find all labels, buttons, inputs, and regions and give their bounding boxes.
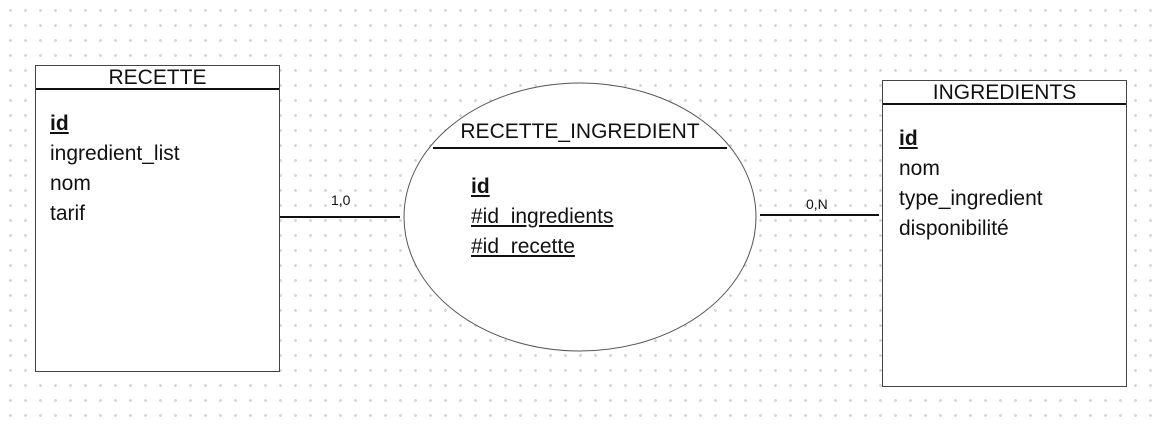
ingredients-field-id: id xyxy=(899,127,918,150)
recette-field-ingredient-list: ingredient_list xyxy=(50,142,180,165)
association-field-id-recette: #id_recette xyxy=(471,235,575,258)
entity-recette-fields: id ingredient_list nom tarif xyxy=(50,109,180,229)
ingredients-field-disponibilite: disponibilité xyxy=(899,217,1009,240)
cardinality-ingredients: 0,N xyxy=(806,196,828,212)
association-field-id-ingredients: #id_ingredients xyxy=(471,205,614,228)
recette-field-id: id xyxy=(50,112,69,135)
entity-ingredients[interactable]: INGREDIENTS id nom type_ingredient dispo… xyxy=(882,80,1127,387)
association-ellipse xyxy=(403,82,757,352)
entity-recette[interactable]: RECETTE id ingredient_list nom tarif xyxy=(35,65,280,372)
recette-field-nom: nom xyxy=(50,172,91,195)
entity-ingredients-fields: id nom type_ingredient disponibilité xyxy=(899,124,1043,244)
cardinality-recette: 1,0 xyxy=(331,192,351,208)
association-field-id: id xyxy=(471,175,490,198)
entity-recette-title: RECETTE xyxy=(36,66,279,90)
entity-ingredients-title: INGREDIENTS xyxy=(883,81,1126,105)
ingredients-field-type-ingredient: type_ingredient xyxy=(899,187,1043,210)
association-fields: id #id_ingredients #id_recette xyxy=(471,172,613,262)
ingredients-field-nom: nom xyxy=(899,157,940,180)
recette-field-tarif: tarif xyxy=(50,202,86,225)
association-title: RECETTE_INGREDIENT xyxy=(460,120,700,143)
